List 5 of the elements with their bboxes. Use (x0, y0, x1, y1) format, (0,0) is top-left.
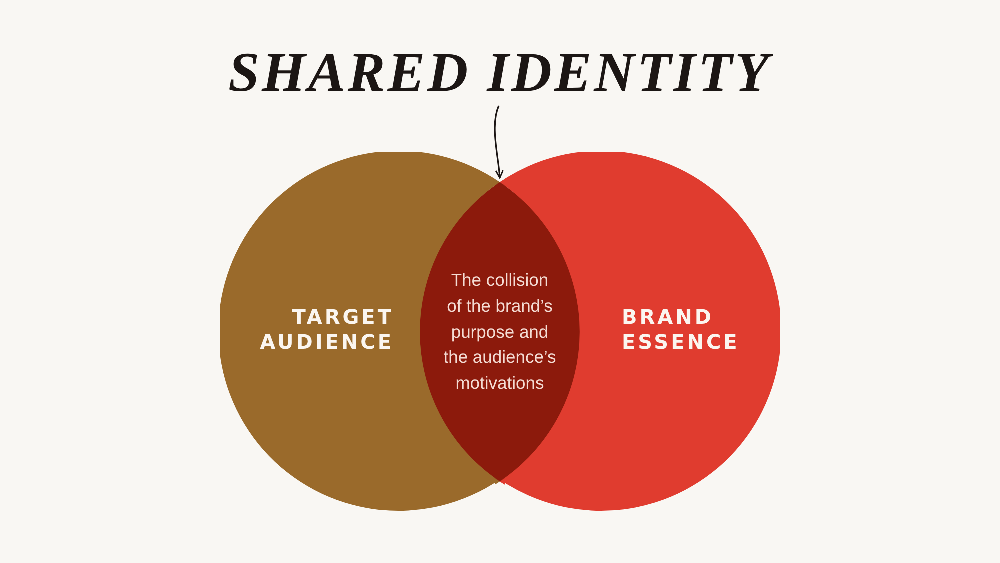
description-text: The collision of the brand’s purpose and the audience’s motivations (442, 269, 558, 396)
circle-label: TARGET AUDIENCE (259, 305, 394, 355)
arrow (494, 106, 504, 179)
circle-label: BRAND ESSENCE (622, 305, 741, 355)
title-text: SHARED IDENTITY (228, 42, 772, 104)
